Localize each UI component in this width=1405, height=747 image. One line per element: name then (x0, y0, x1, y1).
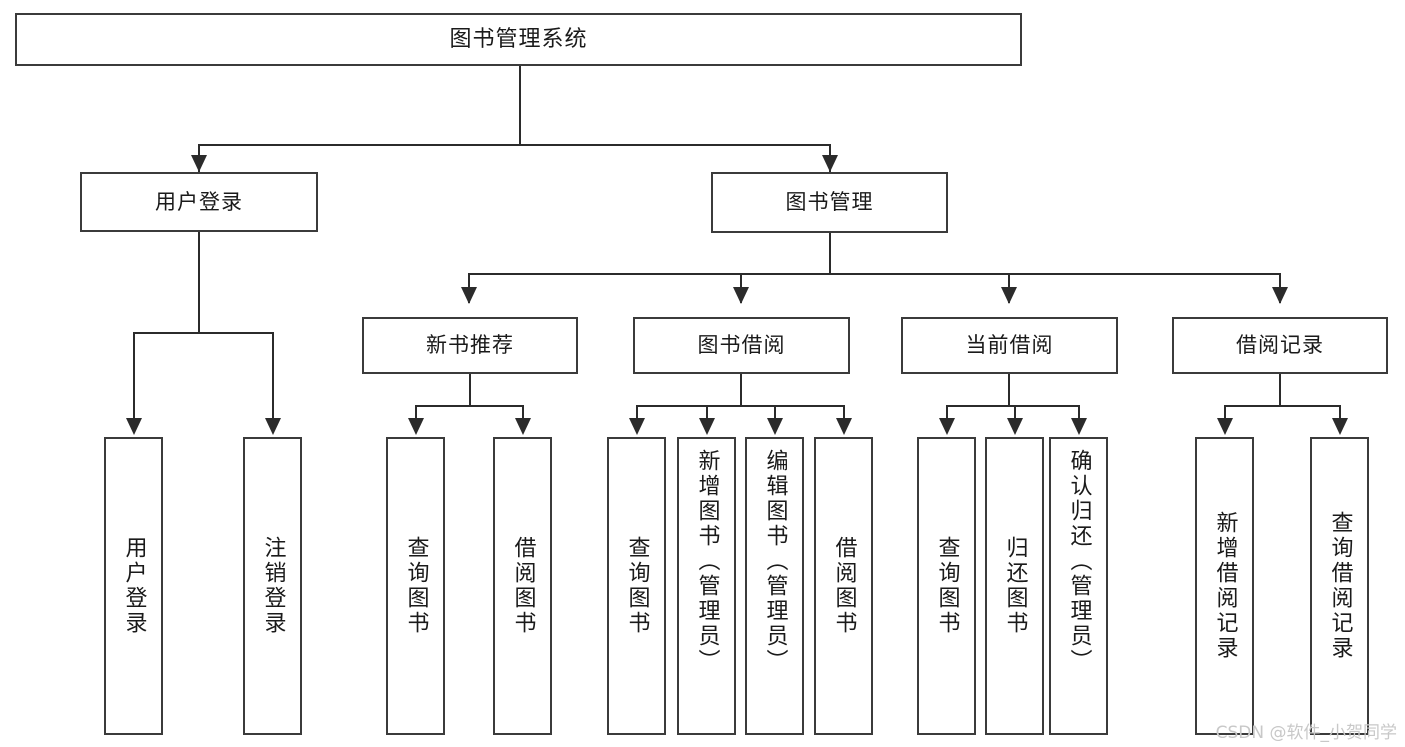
connector-borrow-leaf4 (843, 405, 845, 423)
connector-book-manage-bar (468, 273, 1280, 275)
node-book-borrow[interactable]: 图书借阅 (633, 317, 850, 374)
node-leaf-borrow-book-recommend[interactable]: 借阅图书 (493, 437, 552, 735)
connector-root-bar (198, 144, 831, 146)
node-label: 借阅记录 (1236, 333, 1324, 358)
node-label: 查询图书 (624, 536, 650, 636)
node-label: 图书管理 (785, 190, 874, 215)
node-leaf-user-login[interactable]: 用户登录 (104, 437, 163, 735)
node-user-login[interactable]: 用户登录 (80, 172, 318, 232)
connector-user-login-stem (198, 232, 200, 308)
node-borrow-record[interactable]: 借阅记录 (1172, 317, 1388, 374)
node-root-system[interactable]: 图书管理系统 (15, 13, 1022, 66)
arrowhead-current-leaf2 (1007, 418, 1023, 435)
node-label: 注销登录 (260, 536, 286, 636)
arrowhead-recommend-leaf1 (408, 418, 424, 435)
node-leaf-add-book-admin[interactable]: 新增图书（管理员） (677, 437, 736, 735)
arrowhead-to-book-borrow (733, 287, 749, 304)
node-label: 新书推荐 (426, 333, 514, 358)
arrowhead-root-to-book-manage (822, 155, 838, 172)
connector-user-login-bar (133, 332, 273, 334)
arrowhead-root-to-user-login (191, 155, 207, 172)
connector-current-stem (1008, 374, 1010, 406)
node-leaf-confirm-return-admin[interactable]: 确认归还（管理员） (1049, 437, 1108, 735)
connector-root-stem (519, 65, 521, 145)
arrowhead-current-leaf3 (1071, 418, 1087, 435)
arrowhead-record-leaf2 (1332, 418, 1348, 435)
connector-user-login-leaf1 (133, 332, 135, 422)
node-label: 查询借阅记录 (1327, 511, 1353, 661)
connector-recommend-stem (469, 374, 471, 406)
connector-record-leaf1 (1224, 405, 1226, 423)
node-leaf-query-book-recommend[interactable]: 查询图书 (386, 437, 445, 735)
connector-recommend-leaf2 (522, 405, 524, 423)
connector-user-login-leaf2 (272, 332, 274, 422)
connector-book-manage-stem (829, 232, 831, 274)
node-label: 图书管理系统 (449, 26, 588, 52)
node-leaf-query-book-current[interactable]: 查询图书 (917, 437, 976, 735)
node-label: 编辑图书（管理员） (762, 449, 788, 674)
node-label: 图书借阅 (697, 333, 786, 358)
arrowhead-recommend-leaf2 (515, 418, 531, 435)
arrowhead-borrow-leaf2 (699, 418, 715, 435)
node-label: 新增图书（管理员） (694, 449, 720, 674)
arrowhead-borrow-leaf1 (629, 418, 645, 435)
node-book-management[interactable]: 图书管理 (711, 172, 948, 233)
node-label: 用户登录 (121, 536, 147, 636)
connector-record-leaf2 (1339, 405, 1341, 423)
connector-borrow-leaf2 (706, 405, 708, 423)
connector-current-leaf1 (946, 405, 948, 423)
connector-current-leaf2 (1014, 405, 1016, 423)
node-label: 新增借阅记录 (1212, 511, 1238, 661)
arrowhead-current-leaf1 (939, 418, 955, 435)
connector-current-leaf3 (1078, 405, 1080, 423)
connector-borrow-bar (636, 405, 844, 407)
node-label: 查询图书 (934, 536, 960, 636)
connector-record-stem (1279, 374, 1281, 406)
connector-borrow-leaf3 (774, 405, 776, 423)
connector-recommend-leaf1 (415, 405, 417, 423)
node-leaf-logout[interactable]: 注销登录 (243, 437, 302, 735)
node-new-book-recommend[interactable]: 新书推荐 (362, 317, 578, 374)
node-label: 确认归还（管理员） (1066, 449, 1092, 674)
node-current-borrow[interactable]: 当前借阅 (901, 317, 1118, 374)
node-leaf-query-book-borrow[interactable]: 查询图书 (607, 437, 666, 735)
connector-borrow-leaf1 (636, 405, 638, 423)
node-leaf-query-borrow-record[interactable]: 查询借阅记录 (1310, 437, 1369, 735)
arrowhead-user-login-leaf2 (265, 418, 281, 435)
connector-recommend-bar (415, 405, 523, 407)
node-label: 借阅图书 (510, 536, 536, 636)
node-label: 当前借阅 (965, 333, 1054, 358)
connector-borrow-stem (740, 374, 742, 406)
arrowhead-to-new-book-recommend (461, 287, 477, 304)
arrowhead-borrow-leaf3 (767, 418, 783, 435)
arrowhead-record-leaf1 (1217, 418, 1233, 435)
connector-record-bar (1224, 405, 1340, 407)
node-label: 查询图书 (403, 536, 429, 636)
node-label: 归还图书 (1002, 536, 1028, 636)
node-leaf-borrow-book[interactable]: 借阅图书 (814, 437, 873, 735)
node-leaf-add-borrow-record[interactable]: 新增借阅记录 (1195, 437, 1254, 735)
node-label: 借阅图书 (831, 536, 857, 636)
arrowhead-to-borrow-record (1272, 287, 1288, 304)
node-leaf-edit-book-admin[interactable]: 编辑图书（管理员） (745, 437, 804, 735)
arrowhead-user-login-leaf1 (126, 418, 142, 435)
node-label: 用户登录 (155, 189, 243, 214)
arrowhead-to-current-borrow (1001, 287, 1017, 304)
arrowhead-borrow-leaf4 (836, 418, 852, 435)
csdn-watermark: CSDN @软件_小贺同学 (1215, 723, 1397, 743)
connector-user-login-drop (198, 306, 200, 334)
node-leaf-return-book[interactable]: 归还图书 (985, 437, 1044, 735)
connector-current-bar (946, 405, 1078, 407)
